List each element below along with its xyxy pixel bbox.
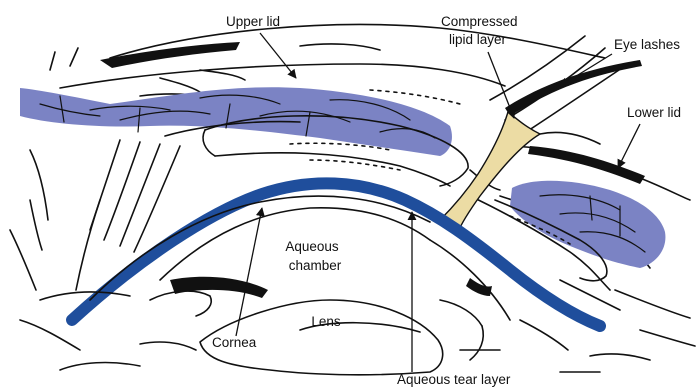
label-cornea: Cornea <box>212 335 257 350</box>
label-compressed-lipid-line2: lipid layer <box>449 32 507 47</box>
leader-lower-lid <box>618 124 640 168</box>
label-upper-lid: Upper lid <box>226 14 280 29</box>
label-aqueous-tear-layer: Aqueous tear layer <box>397 372 511 387</box>
label-aqueous-chamber-line1: Aqueous <box>285 239 339 254</box>
label-eye-lashes: Eye lashes <box>614 37 680 52</box>
label-compressed-lipid-line1: Compressed <box>441 14 518 29</box>
label-lower-lid: Lower lid <box>627 105 681 120</box>
lower-lid-tissue <box>510 181 665 268</box>
leader-upper-lid <box>260 33 296 78</box>
orbital-tissue-lines <box>10 140 180 290</box>
leader-compressed-lipid <box>488 52 514 118</box>
label-lens: Lens <box>311 314 341 329</box>
label-aqueous-chamber-line2: chamber <box>289 258 342 273</box>
